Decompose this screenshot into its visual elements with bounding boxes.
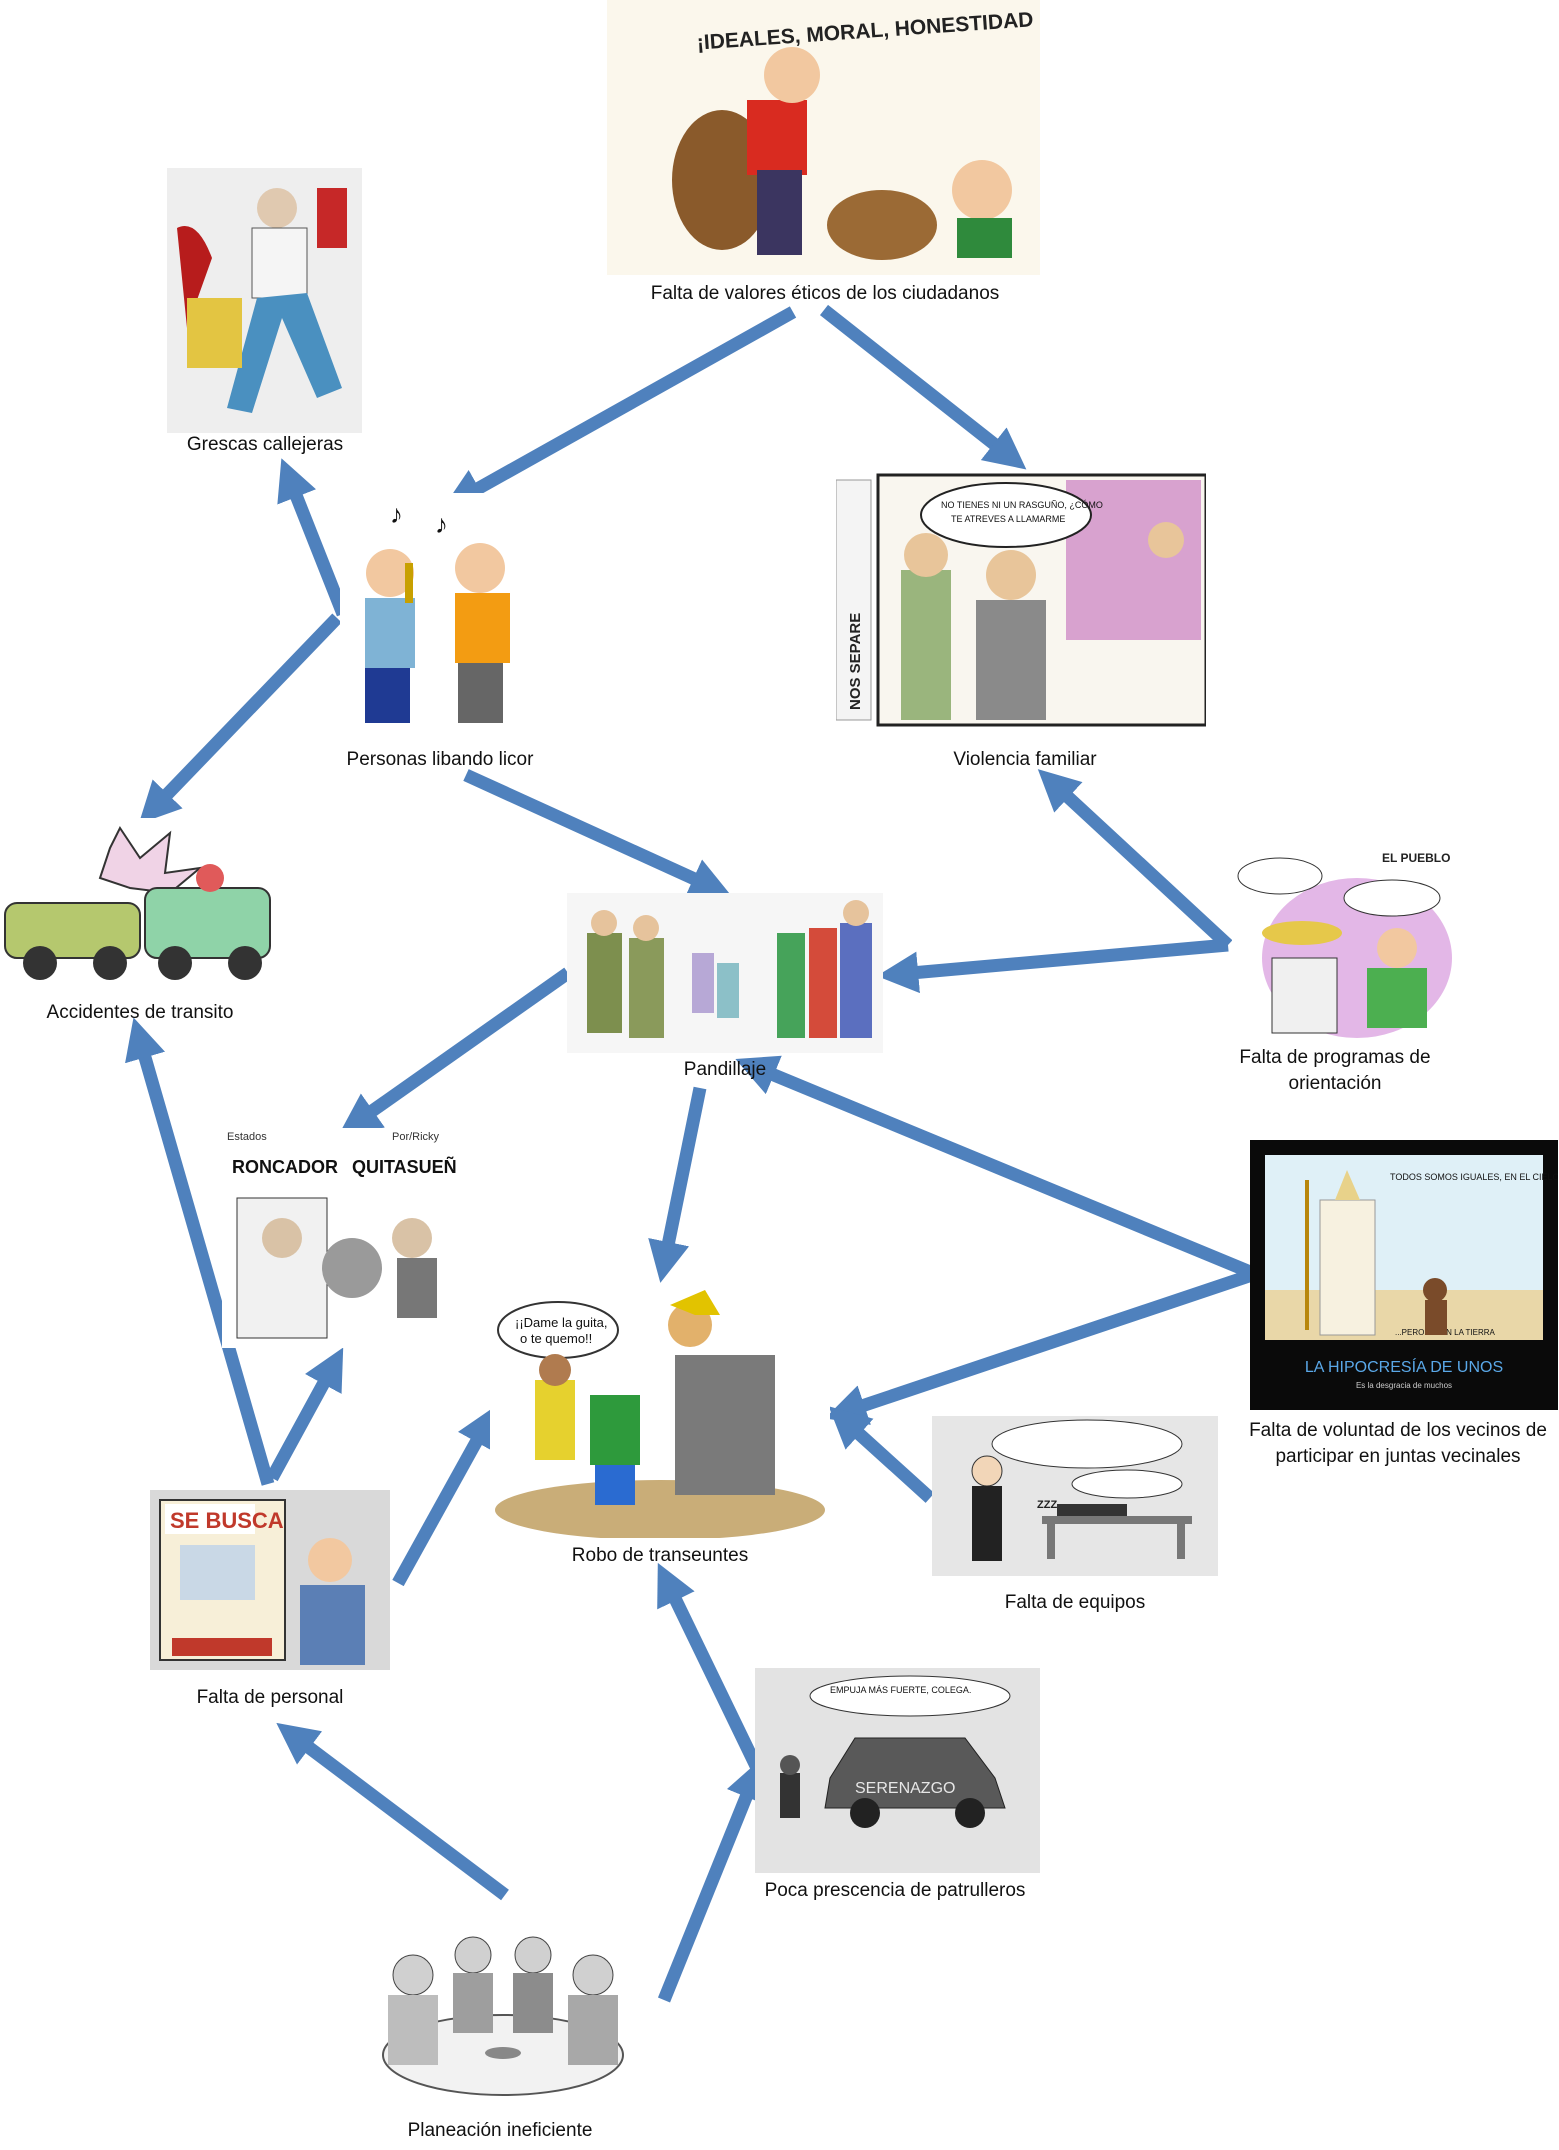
- node-label: Grescas callejeras: [186, 434, 344, 455]
- sleeping-guard-cartoon-icon: ZZZ: [932, 1416, 1218, 1576]
- node-label: Personas libando licor: [346, 749, 534, 770]
- pope-poverty-poster-icon: TODOS SOMOS IGUALES, EN EL CIELO... ...P…: [1250, 1140, 1558, 1410]
- svg-text:¡¡Dame la guita,: ¡¡Dame la guita,: [515, 1315, 607, 1330]
- roncador-caption-2: Por/Ricky: [392, 1131, 440, 1143]
- street-fight-cartoon-icon: [167, 168, 362, 433]
- arrow-programas-to-violencia: [1037, 769, 1233, 950]
- arrow-planeacion-to-personal: [276, 1722, 509, 1901]
- voluntad-poster-subtitle: Es la desgracia de muchos: [1356, 1381, 1452, 1390]
- wanted-poster-cartoon-icon: SE BUSCA: [150, 1490, 390, 1670]
- svg-text:♪: ♪: [390, 499, 403, 529]
- roncador-caption-1: Estados: [227, 1131, 267, 1143]
- arrow-personal-to-accidentes: [125, 1017, 275, 1486]
- node-label: Falta de voluntad de los vecinos de part…: [1249, 1420, 1547, 1467]
- node-label: Planeación ineficiente: [407, 2120, 593, 2141]
- programas-image-caption: EL PUEBLO: [1382, 851, 1450, 865]
- roncador-title-2: QUITASUEÑO: [352, 1156, 457, 1177]
- meeting-table-cartoon-icon: [353, 1905, 653, 2115]
- car-crash-cartoon-icon: [0, 818, 275, 998]
- svg-text:o te quemo!!: o te quemo!!: [520, 1331, 592, 1346]
- arrow-valores-to-libando: [442, 306, 797, 509]
- svg-text:NO TIENES NI UN RASGUÑO, ¿CÓMO: NO TIENES NI UN RASGUÑO, ¿CÓMO: [941, 500, 1103, 510]
- patrulleros-car-text: SERENAZGO: [855, 1780, 955, 1797]
- domestic-violence-cartoon-icon: NOS SEPARE NO TIENES NI UN RASGUÑO, ¿CÓM…: [836, 470, 1206, 740]
- arrow-pandillaje-to-roncador: [338, 967, 572, 1135]
- node-label: Falta de equipos: [1004, 1592, 1146, 1613]
- voluntad-poster-title: LA HIPOCRESÍA DE UNOS: [1305, 1357, 1503, 1376]
- voluntad-caption-1: TODOS SOMOS IGUALES, EN EL CIELO...: [1390, 1172, 1558, 1182]
- drinking-men-cartoon-icon: ♪ ♪: [340, 493, 532, 740]
- node-label: Pandillaje: [683, 1059, 767, 1080]
- arrow-valores-to-violencia: [819, 304, 1027, 470]
- arrow-equipos-to-robo: [828, 1406, 935, 1503]
- arrow-personal-to-robo: [392, 1405, 497, 1587]
- gang-cartoon-icon: [567, 893, 883, 1053]
- node-label: Robo de transeuntes: [571, 1545, 749, 1566]
- personal-poster-title: SE BUSCA: [170, 1508, 284, 1533]
- sleeping-man-cartoon-icon: Estados Por/Ricky RONCADOR QUITASUEÑO: [222, 1128, 457, 1348]
- arrow-libando-to-pandillaje: [463, 769, 732, 898]
- svg-text:TE ATREVES A LLAMARME: TE ATREVES A LLAMARME: [951, 514, 1065, 524]
- svg-text:EMPUJA MÁS FUERTE, COLEGA.: EMPUJA MÁS FUERTE, COLEGA.: [830, 1685, 971, 1695]
- arrow-libando-to-accidentes: [138, 613, 342, 824]
- equipos-zzz: ZZZ: [1037, 1499, 1057, 1511]
- arrow-libando-to-grescas: [277, 458, 350, 617]
- pushed-patrol-car-cartoon-icon: EMPUJA MÁS FUERTE, COLEGA. SERENAZGO: [755, 1668, 1040, 1873]
- node-label: Accidentes de transito: [46, 1002, 234, 1023]
- roncador-title-1: RONCADOR: [232, 1157, 338, 1177]
- node-label: Poca prescencia de patrulleros: [764, 1880, 1026, 1901]
- node-label: Falta de programas de orientación: [1239, 1047, 1431, 1094]
- newspaper-readers-cartoon-icon: EL PUEBLO: [1232, 848, 1452, 1043]
- arrow-pandillaje-to-robo: [648, 1086, 707, 1283]
- svg-text:♪: ♪: [435, 509, 448, 539]
- arrow-personal-to-roncador: [266, 1347, 344, 1482]
- trash-basket-cartoon-icon: ¡IDEALES, MORAL, HONESTIDAD: [607, 0, 1040, 275]
- arrow-voluntad-to-robo: [824, 1267, 1258, 1425]
- arrow-patrulleros-to-robo: [657, 1562, 763, 1771]
- violencia-side-text: NOS SEPARE: [847, 613, 864, 710]
- arrow-voluntad-to-pandillaje: [735, 1055, 1258, 1281]
- robbery-cartoon-icon: ¡¡Dame la guita, o te quemo!!: [490, 1285, 830, 1538]
- arrow-planeacion-to-patrulleros: [657, 1758, 766, 2003]
- node-label: Violencia familiar: [953, 749, 1097, 770]
- arrow-programas-to-pandillaje: [876, 938, 1229, 994]
- node-label: Falta de personal: [196, 1687, 344, 1708]
- node-label: Falta de valores éticos de los ciudadano…: [650, 283, 1000, 304]
